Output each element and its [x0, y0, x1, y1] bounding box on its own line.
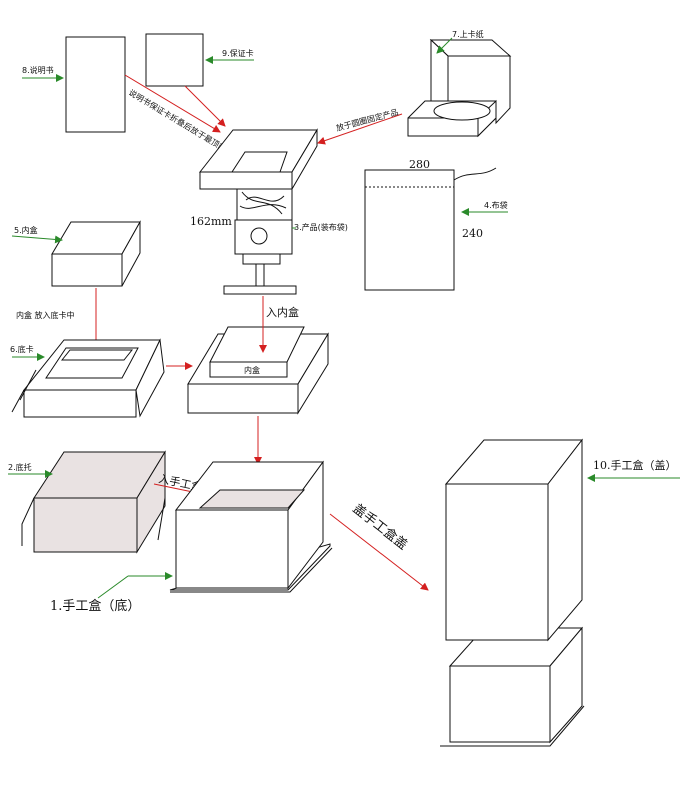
base-card-drawing [11, 338, 165, 418]
inner-in-card-drawing [187, 326, 329, 415]
manual-note: 说明书保证卡折叠后放于最顶部 [127, 87, 228, 153]
tray-label: 2.底托 [8, 462, 32, 472]
top-card-pointer-arrow [436, 37, 453, 54]
cloth-bag-drawing [364, 167, 497, 291]
base-box-pointer-arrow [97, 575, 129, 599]
warranty-card [145, 33, 204, 87]
inner-into-card-note: 内盒 放入底卡中 [16, 310, 75, 320]
inner-box-tag: 内盒 [244, 365, 260, 375]
bag-width-dimension: 280 [409, 158, 430, 171]
warranty-label: 9.保证卡 [222, 48, 254, 58]
into-inner-note: 入内盒 [266, 305, 299, 319]
product-height-dimension: 162mm [190, 215, 232, 228]
handmade-base-drawing [169, 460, 333, 593]
warranty-to-top-arrow [184, 85, 226, 127]
top-card-to-product-arrow [317, 113, 403, 145]
handmade-lid-label: 10.手工盒（盖） [593, 458, 677, 472]
base-card-label: 6.底卡 [10, 344, 34, 354]
cover-box-note: 盖手工盒盖 [350, 501, 411, 554]
bag-label: 4.布袋 [484, 200, 508, 210]
tray-drawing [21, 450, 166, 554]
handmade-base-label: 1.手工盒（底） [50, 598, 140, 614]
manual-sheet [65, 36, 126, 133]
inner-box-label: 5.内盒 [14, 225, 38, 235]
inner-box-pointer-arrow [11, 235, 63, 244]
product-assembly [198, 128, 318, 295]
bag-height-dimension: 240 [462, 227, 483, 240]
cover-box-arrow [329, 513, 429, 591]
inner-box-drawing [51, 220, 141, 287]
top-card-drawing [407, 38, 512, 138]
top-card-label: 7.上卡纸 [452, 29, 484, 39]
place-note: 放于圆圈固定产品 [335, 107, 399, 133]
handmade-lid-drawing [440, 438, 585, 747]
product-label: 3.产品(装布袋) [294, 222, 348, 232]
manual-to-top-arrow [124, 74, 221, 133]
manual-label: 8.说明书 [22, 65, 54, 75]
